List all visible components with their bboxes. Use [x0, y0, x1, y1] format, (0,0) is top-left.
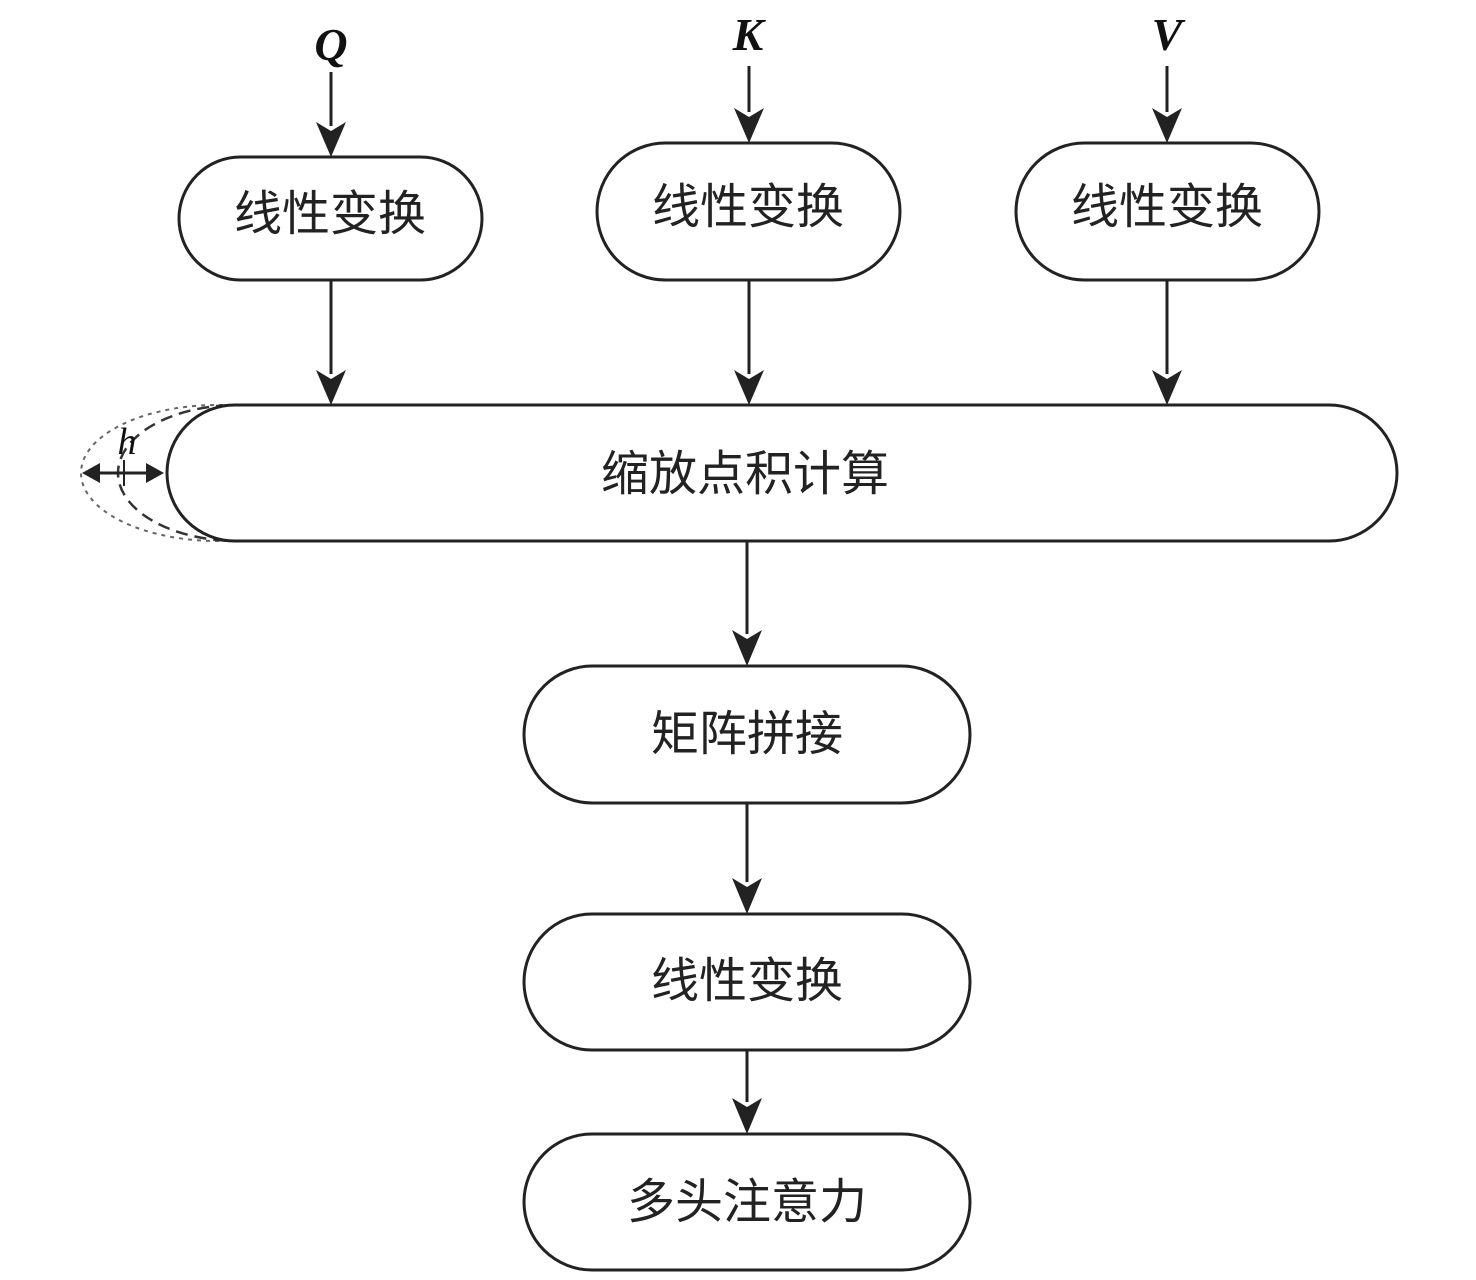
matrix-concat-label: 矩阵拼接 [651, 706, 843, 762]
arrow-v-to-linear [1152, 66, 1182, 143]
linear-transform-v-label: 线性变换 [1071, 179, 1263, 235]
arrow-concat-to-linear [732, 803, 762, 914]
arrow-linear-v-to-sdp [1152, 280, 1182, 405]
scaled-dot-product-label: 缩放点积计算 [601, 446, 889, 502]
arrow-sdp-to-concat [732, 541, 762, 666]
head-count-label: h [118, 421, 137, 463]
linear-transform-out-label: 线性变换 [651, 953, 843, 1009]
arrow-linear-k-to-sdp [734, 280, 764, 405]
arrow-linear-to-mha [732, 1050, 762, 1134]
matrix-concat-node: 矩阵拼接 [522, 664, 972, 805]
linear-transform-out-node: 线性变换 [522, 912, 972, 1052]
head-count-annotation: h [82, 421, 164, 486]
scaled-dot-product-node: 缩放点积计算 [165, 403, 1399, 543]
linear-transform-q-node: 线性变换 [177, 155, 484, 282]
linear-transform-v-node: 线性变换 [1014, 141, 1321, 282]
arrow-q-to-linear [316, 72, 346, 157]
linear-transform-k-label: 线性变换 [652, 179, 844, 235]
arrow-linear-q-to-sdp [316, 280, 346, 405]
linear-transform-k-node: 线性变换 [595, 141, 902, 282]
input-q-label: Q [314, 19, 347, 70]
multi-head-attention-label: 多头注意力 [627, 1174, 867, 1230]
input-v-label: V [1152, 9, 1186, 60]
linear-transform-q-label: 线性变换 [234, 186, 426, 242]
multi-head-attention-node: 多头注意力 [522, 1132, 972, 1272]
arrow-k-to-linear [734, 66, 764, 143]
input-k-label: K [732, 9, 767, 60]
